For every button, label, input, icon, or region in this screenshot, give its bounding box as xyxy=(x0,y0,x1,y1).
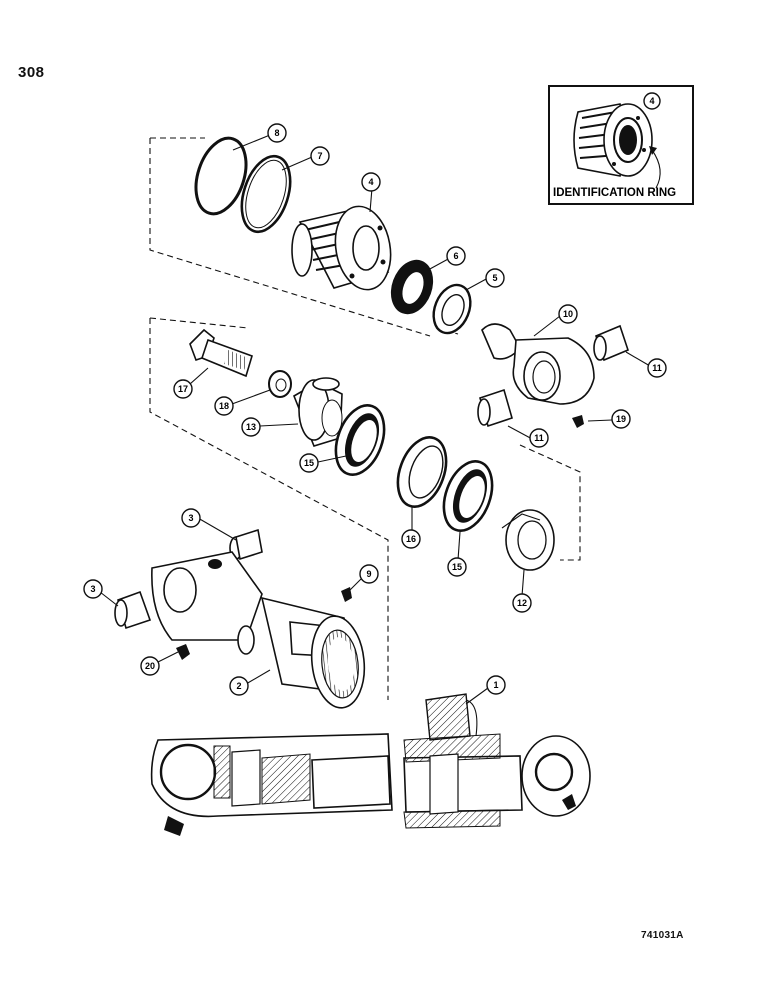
callout-number: 8 xyxy=(274,128,279,138)
bushing-11-lower xyxy=(477,388,513,428)
callout-10: 10 xyxy=(558,304,578,324)
callout-19: 19 xyxy=(611,409,631,429)
wiper-seal-5 xyxy=(432,283,472,335)
callout-17: 17 xyxy=(173,379,193,399)
identification-ring-caption: IDENTIFICATION RING xyxy=(553,187,676,199)
rod-seal-6 xyxy=(390,259,434,315)
callout-15-lower: 15 xyxy=(447,557,467,577)
callout-number: 15 xyxy=(304,458,314,468)
callout-number: 3 xyxy=(90,584,95,594)
figure-code: 741031A xyxy=(641,930,684,941)
callout-1: 1 xyxy=(486,675,506,695)
callout-7: 7 xyxy=(310,146,330,166)
callout-18: 18 xyxy=(214,396,234,416)
callout-3-upper: 3 xyxy=(181,508,201,528)
cylinder-tube-2 xyxy=(151,551,366,709)
bolt-17 xyxy=(189,328,253,378)
callout-number: 6 xyxy=(453,251,458,261)
callout-11-lower: 11 xyxy=(529,428,549,448)
callout-16: 16 xyxy=(401,529,421,549)
callout-3-lower: 3 xyxy=(83,579,103,599)
grease-fitting-9 xyxy=(341,587,352,602)
callout-number: 16 xyxy=(406,534,416,544)
callout-number: 4 xyxy=(368,177,373,187)
backup-ring-7 xyxy=(240,154,292,234)
inset-callout-label: 4 xyxy=(649,96,654,106)
seal-15-upper xyxy=(334,404,386,476)
inset-callout-4: 4 xyxy=(643,92,661,110)
callout-number: 5 xyxy=(492,273,497,283)
callout-12: 12 xyxy=(512,593,532,613)
callout-number: 13 xyxy=(246,422,256,432)
identification-ring-inset: 4 IDENTIFICATION RING xyxy=(548,85,694,205)
callout-4: 4 xyxy=(361,172,381,192)
seal-15-lower xyxy=(442,460,494,532)
assembled-cylinder-cross-section xyxy=(150,693,591,836)
page-number: 308 xyxy=(18,64,45,81)
callout-8: 8 xyxy=(267,123,287,143)
callout-2: 2 xyxy=(229,676,249,696)
wear-ring-16 xyxy=(396,436,448,508)
callout-number: 7 xyxy=(317,151,322,161)
callout-number: 11 xyxy=(534,433,544,443)
callout-number: 3 xyxy=(188,513,193,523)
grease-fitting-20 xyxy=(176,644,190,660)
callout-number: 17 xyxy=(178,384,188,394)
callout-number: 11 xyxy=(652,363,662,373)
leader-lines xyxy=(99,134,651,705)
callout-13: 13 xyxy=(241,417,261,437)
inset-gland-illustration xyxy=(573,103,661,189)
bushing-11-upper xyxy=(593,324,629,362)
callout-number: 12 xyxy=(517,598,527,608)
callout-number: 1 xyxy=(493,680,498,690)
callout-number: 10 xyxy=(563,309,573,319)
gland-4 xyxy=(291,205,392,291)
callout-number: 19 xyxy=(616,414,626,424)
grease-fitting-19 xyxy=(572,415,584,428)
callout-number: 20 xyxy=(145,661,155,671)
callout-5: 5 xyxy=(485,268,505,288)
piston-13 xyxy=(293,377,343,447)
callout-15-upper: 15 xyxy=(299,453,319,473)
callout-11-upper: 11 xyxy=(647,358,667,378)
rod-eye-10 xyxy=(481,323,595,405)
callout-9: 9 xyxy=(359,564,379,584)
callout-6: 6 xyxy=(446,246,466,266)
callout-number: 9 xyxy=(366,569,371,579)
callout-number: 18 xyxy=(219,401,229,411)
washer-18 xyxy=(268,370,292,398)
o-ring-8 xyxy=(194,136,248,216)
bushing-3-lower xyxy=(114,590,152,630)
callout-number: 15 xyxy=(452,562,462,572)
callout-number: 2 xyxy=(236,681,241,691)
callout-20: 20 xyxy=(140,656,160,676)
nut-12 xyxy=(501,509,555,571)
